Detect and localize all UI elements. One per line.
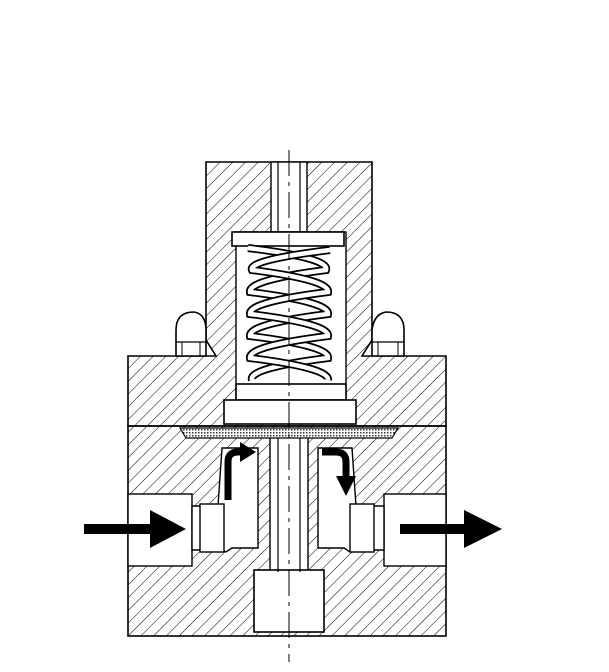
spring: [246, 244, 332, 382]
downward-flow-arrowhead: [336, 476, 356, 496]
bolt-right: [371, 311, 405, 357]
upper-spring-seat: [231, 231, 345, 247]
outlet-flow-arrow: [400, 510, 502, 548]
outlet-throat: [349, 503, 375, 553]
piston-plate: [223, 399, 357, 425]
flow-arrows: [84, 442, 502, 548]
inlet-flow-arrow: [84, 510, 186, 548]
lower-spring-seat: [235, 383, 347, 401]
upward-flow-arrowhead: [240, 442, 256, 462]
bolt-left: [175, 311, 207, 357]
inlet-throat: [199, 503, 225, 553]
upward-flow-arrow: [224, 448, 244, 500]
downward-flow-arrow: [322, 448, 350, 478]
filter-mesh: [178, 427, 400, 439]
valve-stem: [277, 162, 301, 572]
